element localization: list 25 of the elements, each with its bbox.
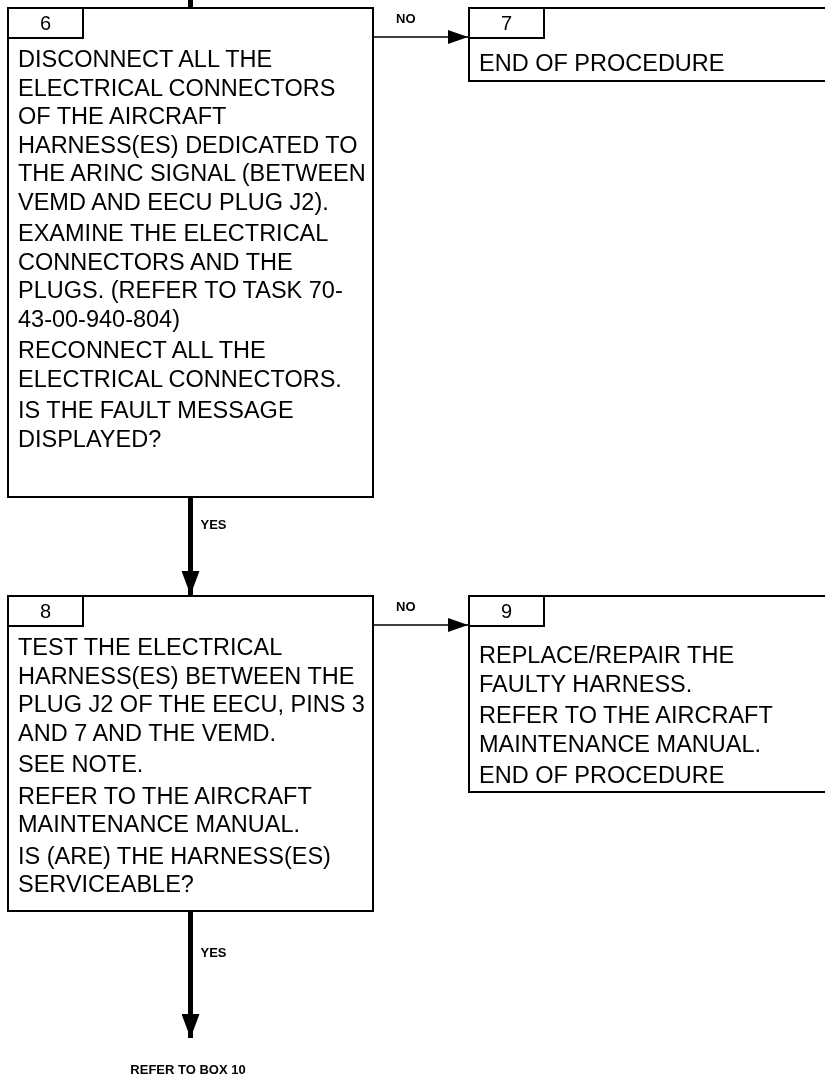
arrow — [181, 498, 200, 595]
instruction-text: END OF PROCEDURE — [478, 49, 726, 78]
instruction-text: IS THE FAULT MESSAGE DISPLAYED? — [17, 396, 295, 453]
arrow — [373, 618, 469, 632]
instruction-text: REFER TO THE AIRCRAFT MAINTENANCE MANUAL. — [478, 701, 774, 758]
instruction-text: DISCONNECT ALL THE ELECTRICAL CONNECTORS OF THE AIRCRAFT HARNESS(ES) DEDICATED TO THE ARINC SIGNAL (BETWEEN VEMD AND EECU PLUG J2). — [17, 45, 367, 216]
step-box — [7, 7, 374, 498]
instruction-text: REFER TO THE AIRCRAFT MAINTENANCE MANUAL. — [17, 781, 313, 839]
reference-text: REFER TO BOX 10 — [98, 1062, 278, 1080]
instruction-text: TEST THE ELECTRICAL HARNESS(ES) BETWEEN THE PLUG J2 OF THE EECU, PINS 3 AND 7 AND THE VEMD. — [17, 633, 366, 747]
step-box — [468, 7, 825, 82]
step-number: 7 — [470, 9, 545, 39]
arrow — [373, 30, 469, 44]
step-number: 9 — [470, 597, 545, 627]
instruction-text: SEE NOTE. — [17, 750, 145, 779]
instruction-text: IS (ARE) THE HARNESS(ES) SERVICEABLE? — [17, 841, 332, 899]
step-box — [468, 595, 825, 793]
step-number: 6 — [9, 9, 84, 39]
instruction-text: REPLACE/REPAIR THE FAULTY HARNESS. — [478, 641, 736, 698]
arrow — [181, 912, 200, 1038]
step-box — [7, 595, 374, 912]
instruction-text: EXAMINE THE ELECTRICAL CONNECTORS AND THE PLUGS. (REFER TO TASK 70-43-00-940-804) — [17, 219, 344, 333]
instruction-text: END OF PROCEDURE — [478, 761, 726, 790]
instruction-text: RECONNECT ALL THE ELECTRICAL CONNECTORS. — [17, 336, 343, 393]
step-number: 8 — [9, 597, 84, 627]
